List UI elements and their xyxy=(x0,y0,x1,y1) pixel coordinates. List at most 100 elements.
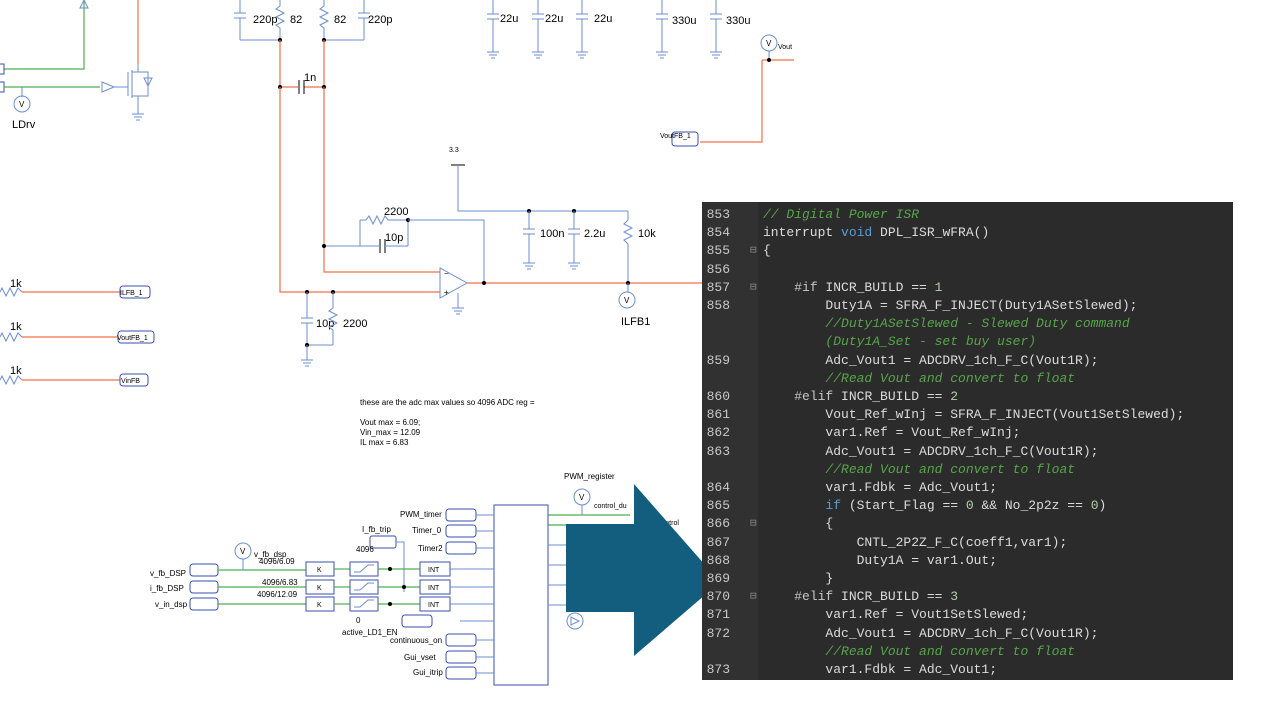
label-v-fb-dsp-probe: v_fb_dsp xyxy=(254,550,287,559)
code-text: interrupt void DPL_ISR_wFRA() xyxy=(763,225,990,241)
gain-block-k3: K xyxy=(317,602,322,609)
fold-toggle-icon[interactable]: ⊟ xyxy=(750,518,757,531)
svg-text:V: V xyxy=(766,39,772,48)
resistor-82-right xyxy=(318,0,330,40)
junction-dot xyxy=(767,58,771,62)
label-gain-1: 4096/6.09 xyxy=(259,557,295,566)
capacitor-10p-bottom xyxy=(301,292,313,345)
code-text: Adc_Vout1 = ADCDRV_1ch_F_C(Vout1R); xyxy=(763,625,1099,641)
junction-dot xyxy=(388,602,392,606)
label-control-du: control_du xyxy=(594,503,627,510)
capacitor-bank xyxy=(487,0,722,59)
label-gui-itrip: Gui_itrip xyxy=(413,668,443,677)
label-3v3: 3.3 xyxy=(449,147,459,154)
line-number: 855 xyxy=(706,243,730,259)
controller-input-tags xyxy=(445,508,494,680)
adc-note-title: these are the adc max values so 4096 ADC… xyxy=(360,398,535,407)
tag-block xyxy=(0,63,5,75)
constant-block xyxy=(369,535,397,549)
line-number: 873 xyxy=(706,662,730,677)
code-text: //Read Vout and convert to float xyxy=(763,643,1076,659)
svg-text:V: V xyxy=(624,296,630,305)
tag-vinfb-block xyxy=(119,373,149,387)
resistor-1k-1 xyxy=(0,286,120,298)
label-22u-2: 22u xyxy=(545,13,563,25)
tag-voutfb-label-2: VoutFB_1 xyxy=(117,335,148,342)
controller-block xyxy=(493,504,549,686)
label-220p-left: 220p xyxy=(253,14,277,26)
label-10p-top: 10p xyxy=(385,232,403,244)
code-text: //Duty1ASetSlewed - Slewed Duty command xyxy=(763,316,1130,332)
wire xyxy=(396,541,405,592)
line-number: 853 xyxy=(706,207,730,222)
junction-dot xyxy=(402,585,406,589)
tag-block xyxy=(0,81,5,93)
tag-voutfb-block-2 xyxy=(117,330,155,344)
line-number: 864 xyxy=(706,480,730,495)
label-timer2: Timer2 xyxy=(418,544,443,553)
line-number: 865 xyxy=(706,498,730,514)
fold-toggle-icon[interactable]: ⊟ xyxy=(750,591,757,604)
junction-dot xyxy=(482,281,486,285)
wire xyxy=(457,165,628,212)
junction-dot xyxy=(388,567,392,571)
label-10k: 10k xyxy=(638,228,656,240)
label-330u-1: 330u xyxy=(672,15,696,27)
adc-note: these are the adc max values so 4096 ADC… xyxy=(360,398,535,448)
ground-symbol xyxy=(301,359,313,367)
code-text: Adc_Vout1 = ADCDRV_1ch_F_C(Vout1R); xyxy=(763,352,1099,368)
label-4096: 4096 xyxy=(356,545,374,554)
code-text: Duty1A = SFRA_F_INJECT(Duty1ASetSlewed); xyxy=(763,298,1138,313)
tag-active-ld1-en xyxy=(401,614,433,628)
code-text: { xyxy=(763,516,834,532)
capacitor-1n xyxy=(298,80,305,94)
tag-vinfb-label: VinFB xyxy=(121,378,140,385)
label-2200-top: 2200 xyxy=(384,206,408,218)
wire xyxy=(408,219,485,283)
gain-blocks xyxy=(305,561,335,612)
code-text: CNTL_2P2Z_F_C(coeff1,var1); xyxy=(763,534,1068,550)
mosfet-symbol xyxy=(127,64,153,110)
label-100n: 100n xyxy=(540,228,564,240)
resistor-1k-2 xyxy=(0,331,118,343)
line-number: 872 xyxy=(706,625,730,641)
opamp-minus: − xyxy=(444,269,449,278)
label-1k-3: 1k xyxy=(10,365,22,377)
wire xyxy=(700,60,763,143)
fold-toggle-icon[interactable]: ⊟ xyxy=(750,245,757,258)
resistor-10k xyxy=(622,211,634,283)
fold-toggle-icon[interactable]: ⊟ xyxy=(750,281,757,294)
svg-text:V: V xyxy=(240,547,246,556)
opamp-symbol xyxy=(439,267,469,299)
voltmeter-probe: V xyxy=(13,95,31,113)
opamp-plus: + xyxy=(444,288,449,297)
line-number: 866 xyxy=(706,516,730,532)
label-220p-right: 220p xyxy=(368,14,392,26)
line-number: 870 xyxy=(706,589,730,605)
probe-label-ldrv: LDrv xyxy=(12,119,36,131)
label-gui-vset: Gui_vset xyxy=(404,653,436,662)
line-number: 862 xyxy=(706,425,730,441)
label-2u2: 2.2u xyxy=(584,228,605,240)
label-2200-bottom: 2200 xyxy=(343,318,367,330)
wire xyxy=(323,87,440,273)
label-i-fb-trip: I_fb_trip xyxy=(362,525,391,534)
line-number: 860 xyxy=(706,389,730,404)
ground-symbol xyxy=(132,113,144,121)
line-number: 861 xyxy=(706,407,730,423)
line-number: 863 xyxy=(706,443,730,459)
code-text: var1.Ref = Vout1SetSlewed; xyxy=(763,607,1029,623)
code-text: #elif INCR_BUILD == 2 xyxy=(794,389,959,404)
line-number: 858 xyxy=(706,298,730,313)
code-text: { xyxy=(763,243,771,259)
line-gutter xyxy=(702,202,758,680)
line-number: 871 xyxy=(706,607,730,623)
voltmeter-probe: V xyxy=(618,291,636,309)
dsp-input-tags xyxy=(189,563,219,611)
resistor-2200-top xyxy=(360,214,408,226)
label-82-right: 82 xyxy=(334,14,346,26)
code-text: //Read Vout and convert to float xyxy=(763,370,1076,386)
svg-text:V: V xyxy=(19,100,25,109)
label-82-left: 82 xyxy=(290,14,302,26)
